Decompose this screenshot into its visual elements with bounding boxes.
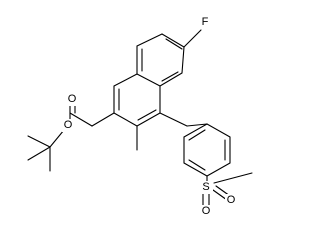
ester-carbonyl-oxygen-label: O xyxy=(68,93,77,105)
chemical-structure-diagram: F O O S O O xyxy=(27,16,253,218)
naphthalene-upper-ring xyxy=(136,33,185,87)
atom-label-sulfonyl-oxygen-bottom: O xyxy=(200,205,212,218)
sulfonyl-oxygen-bottom-label: O xyxy=(202,205,211,217)
sulfonyl-oxygen-top-label: O xyxy=(227,194,236,206)
benzyl-ch2-bond xyxy=(159,112,188,127)
benzene-ring xyxy=(183,123,231,177)
tbutyl-methyl-3 xyxy=(27,146,51,161)
atom-label-ether-oxygen: O xyxy=(62,119,74,132)
atom-label-carbonyl-oxygen: O xyxy=(66,93,78,106)
atom-label-sulfur: S xyxy=(200,181,213,194)
ester-ether-oxygen-label: O xyxy=(64,119,73,131)
fluorine-bond xyxy=(183,29,202,48)
atom-label-fluorine: F xyxy=(199,16,211,29)
ch2-bond xyxy=(91,112,115,127)
structure-canvas: F O O S O O xyxy=(27,16,253,218)
sulfur-label: S xyxy=(202,181,209,193)
sulfur-methyl-bond xyxy=(213,172,253,184)
tbutyl-bond xyxy=(49,129,65,148)
atom-label-sulfonyl-oxygen-top: O xyxy=(225,194,237,207)
carbonyl-carbon-bond xyxy=(69,112,93,127)
tbutyl-methyl-1 xyxy=(27,135,51,148)
naphthalene-lower-ring xyxy=(113,73,161,127)
sulfur-oxygen-double-bond-c xyxy=(212,189,228,201)
benzyl-ring-bond xyxy=(186,123,208,127)
fluorine-label: F xyxy=(202,16,209,28)
